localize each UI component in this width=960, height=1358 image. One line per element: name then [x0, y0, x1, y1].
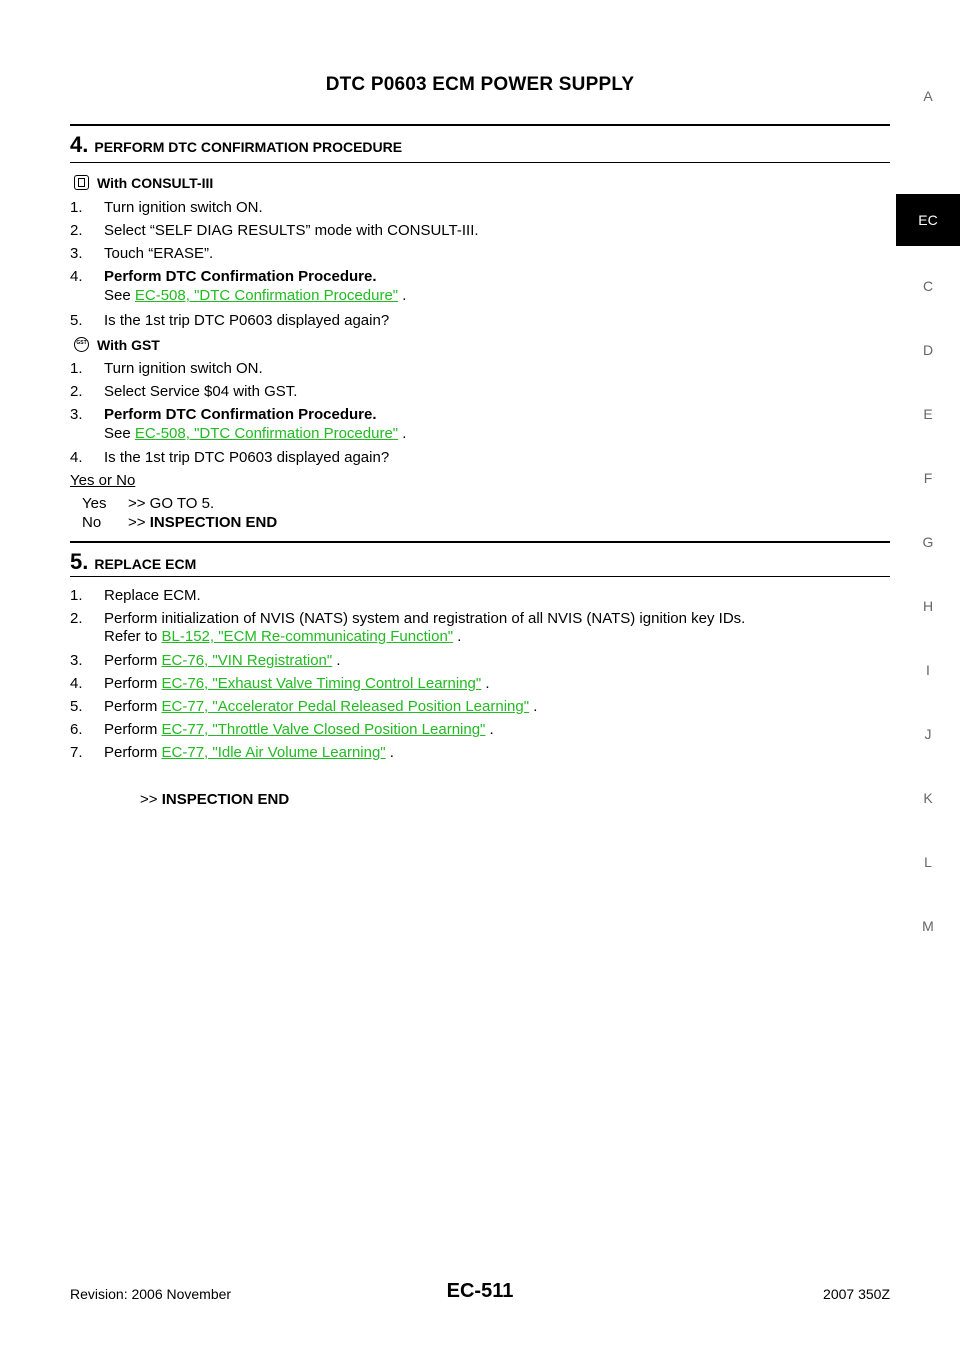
list-item: 5.Is the 1st trip DTC P0603 displayed ag… — [70, 312, 390, 329]
link-ecm-recommunicating[interactable]: BL-152, "ECM Re-communicating Function" — [161, 628, 454, 645]
link-exhaust-valve-timing[interactable]: EC-76, "Exhaust Valve Timing Control Lea… — [161, 675, 482, 692]
step-title: PERFORM DTC CONFIRMATION PROCEDURE — [94, 139, 403, 155]
link-accelerator-pedal[interactable]: EC-77, "Accelerator Pedal Released Posit… — [161, 698, 530, 715]
list-item: 5.Perform EC-77, "Accelerator Pedal Rele… — [70, 698, 538, 715]
list-item: 1.Turn ignition switch ON. — [70, 199, 263, 216]
page-title: DTC P0603 ECM POWER SUPPLY — [325, 74, 635, 95]
tab-c[interactable]: C — [922, 278, 934, 294]
list-item: 3.Perform DTC Confirmation Procedure. — [70, 406, 377, 423]
tab-m[interactable]: M — [922, 918, 934, 934]
link-dtc-confirmation[interactable]: EC-508, "DTC Confirmation Procedure" — [134, 425, 399, 442]
tab-f[interactable]: F — [923, 470, 933, 486]
consult-icon — [74, 175, 89, 190]
list-item: 3.Touch “ERASE”. — [70, 245, 214, 262]
refer-reference: Refer to BL-152, "ECM Re-communicating F… — [104, 628, 462, 645]
list-item: 4.Perform DTC Confirmation Procedure. — [70, 268, 377, 285]
link-dtc-confirmation[interactable]: EC-508, "DTC Confirmation Procedure" — [134, 287, 399, 304]
see-reference: See EC-508, "DTC Confirmation Procedure"… — [104, 287, 407, 304]
yes-answer-result: >> GO TO 5. — [128, 495, 215, 512]
list-item: 1.Replace ECM. — [70, 587, 201, 604]
tab-d[interactable]: D — [922, 342, 934, 358]
list-item: 4.Perform EC-76, "Exhaust Valve Timing C… — [70, 675, 490, 692]
section-rule — [70, 162, 890, 163]
section-rule — [70, 124, 890, 126]
tab-i[interactable]: I — [926, 662, 930, 678]
tab-a[interactable]: A — [923, 88, 933, 104]
step-number: 5. — [70, 549, 89, 574]
step-5-heading: 5. REPLACE ECM — [70, 549, 196, 575]
gst-label: With GST — [97, 337, 160, 353]
see-reference: See EC-508, "DTC Confirmation Procedure"… — [104, 425, 407, 442]
consult-label: With CONSULT-III — [97, 175, 214, 191]
list-item: 1.Turn ignition switch ON. — [70, 360, 263, 377]
section-rule — [70, 541, 890, 543]
list-item: 2.Select Service $04 with GST. — [70, 383, 298, 400]
tab-h[interactable]: H — [922, 598, 934, 614]
page-number: EC-511 — [446, 1280, 514, 1302]
link-vin-registration[interactable]: EC-76, "VIN Registration" — [161, 652, 333, 669]
tab-j[interactable]: J — [924, 726, 932, 742]
list-item: 4.Is the 1st trip DTC P0603 displayed ag… — [70, 449, 390, 466]
yes-answer-label: Yes — [82, 495, 107, 512]
no-answer-result: >> INSPECTION END — [128, 514, 278, 531]
model-text: 2007 350Z — [823, 1286, 890, 1302]
inspection-end: >> INSPECTION END — [140, 791, 290, 808]
tab-k[interactable]: K — [923, 790, 933, 806]
tab-g[interactable]: G — [922, 534, 934, 550]
list-item: 7.Perform EC-77, "Idle Air Volume Learni… — [70, 744, 394, 761]
link-idle-air-volume[interactable]: EC-77, "Idle Air Volume Learning" — [161, 744, 386, 761]
gst-icon — [74, 337, 89, 352]
gst-subheading: With GST — [74, 337, 160, 353]
list-item: 6.Perform EC-77, "Throttle Valve Closed … — [70, 721, 494, 738]
consult-subheading: With CONSULT-III — [74, 175, 213, 191]
step-number: 4. — [70, 132, 89, 157]
link-throttle-valve[interactable]: EC-77, "Throttle Valve Closed Position L… — [161, 721, 486, 738]
list-item: 2.Perform initialization of NVIS (NATS) … — [70, 610, 746, 627]
list-item: 3.Perform EC-76, "VIN Registration" . — [70, 652, 341, 669]
section-rule — [70, 576, 890, 577]
step-4-heading: 4. PERFORM DTC CONFIRMATION PROCEDURE — [70, 132, 402, 158]
revision-text: Revision: 2006 November — [70, 1286, 232, 1302]
tab-l[interactable]: L — [924, 854, 932, 870]
yes-or-no-label: Yes or No — [70, 472, 136, 489]
list-item: 2.Select “SELF DIAG RESULTS” mode with C… — [70, 222, 479, 239]
step-title: REPLACE ECM — [94, 556, 197, 572]
tab-ec[interactable]: EC — [896, 194, 960, 246]
tab-e[interactable]: E — [923, 406, 933, 422]
no-answer-label: No — [82, 514, 102, 531]
